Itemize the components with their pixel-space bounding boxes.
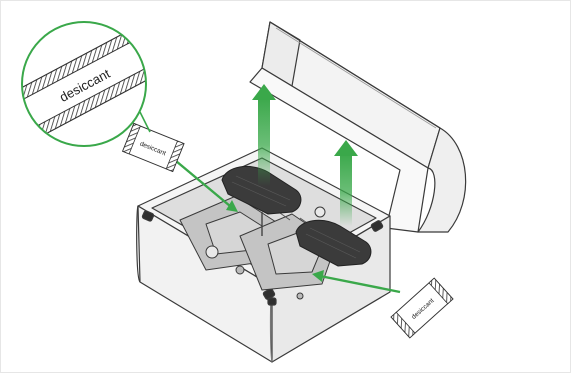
diagram-stage: desiccant desiccant desiccant — [0, 0, 571, 373]
storage-box-illustration: desiccant desiccant desiccant — [0, 0, 571, 373]
